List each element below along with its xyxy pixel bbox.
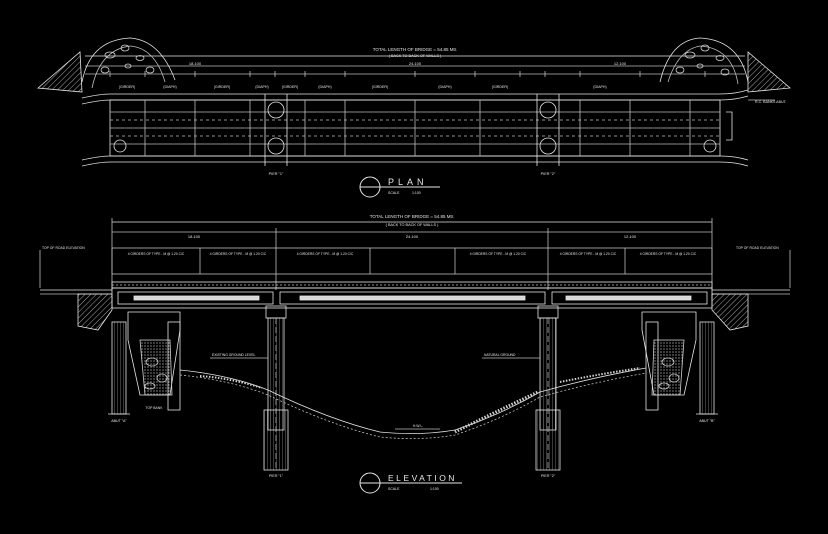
plan-total-length-label: TOTAL LENGTH OF BRIDGE = 54.85 Mtr.: [373, 47, 458, 52]
elev-water-label: H.W.L.: [413, 424, 423, 428]
plan-girder-label: (GIRDER): [282, 85, 298, 89]
plan-pier-label-right: PIER "2": [541, 172, 556, 176]
plan-text: TOTAL LENGTH OF BRIDGE = 54.85 Mtr. ( BA…: [119, 47, 787, 176]
elevation-text: TOTAL LENGTH OF BRIDGE = 54.85 Mtr. ( BA…: [42, 214, 779, 478]
elev-span-dim-2: 24.100: [406, 234, 419, 239]
elev-pier-right: PIER "2": [541, 474, 556, 478]
elev-abut-left: ABUT "A": [111, 419, 127, 423]
elevation-title-block: ELEVATION SCALE 1:100: [359, 472, 462, 494]
plan-view: [37, 37, 791, 167]
elev-panel-note: 4 GIRDERS OF TYPE - M @ 1.20 C/C: [470, 252, 527, 256]
plan-bank-label: R.C. BANKS ABUT.: [755, 100, 787, 104]
plan-girder-label: (GIRDER): [119, 85, 135, 89]
plan-girder-label: (GIRDER): [372, 85, 388, 89]
elev-panel-note: 4 GIRDERS OF TYPE - M @ 1.20 C/C: [297, 252, 354, 256]
plan-girder-label: (DIAPH): [593, 85, 606, 89]
elevation-title: ELEVATION: [388, 473, 457, 483]
elev-pier-left: PIER "1": [269, 474, 284, 478]
plan-title: PLAN: [388, 177, 428, 187]
elevation-view: [39, 218, 791, 471]
plan-span-dim-2: 24.100: [409, 61, 422, 66]
elev-top-bank-label: TOP BANK: [145, 406, 163, 410]
plan-scale-value: 1:100: [412, 191, 421, 195]
elev-panel-note: 4 GIRDERS OF TYPE - M @ 1.20 C/C: [560, 252, 617, 256]
plan-title-block: PLAN SCALE 1:100: [359, 176, 440, 198]
elev-ground-note-left: EXISTING GROUND LEVEL: [212, 353, 255, 357]
elev-right-note: TOP OF ROAD ELEVATION: [736, 246, 779, 250]
elev-abut-right: ABUT "B": [699, 419, 715, 423]
elev-span-dim-1: 18.100: [188, 234, 201, 239]
elevation-scale-value: 1:100: [430, 487, 439, 491]
plan-span-dim-1: 18.100: [189, 61, 202, 66]
elev-total-length-label: TOTAL LENGTH OF BRIDGE = 54.85 Mtr.: [370, 214, 455, 219]
plan-girder-label: (GIRDER): [492, 85, 508, 89]
elev-left-note: TOP OF ROAD ELEVATION: [42, 246, 85, 250]
elev-total-length-sub: ( BACK TO BACK OF WALLS ): [386, 223, 439, 227]
plan-span-dim-3: 12.100: [614, 61, 627, 66]
plan-girder-label: (DIAPH): [318, 85, 331, 89]
plan-total-length-sub: ( BACK TO BACK OF WALLS ): [389, 54, 442, 58]
elev-span-dim-3: 12.100: [624, 234, 637, 239]
plan-girder-label: (DIAPH): [438, 85, 451, 89]
plan-girder-label: (GIRDER): [214, 85, 230, 89]
elev-ground-note-right: NATURAL GROUND: [484, 353, 516, 357]
elev-panel-note: 4 GIRDERS OF TYPE - M @ 1.20 C/C: [640, 252, 697, 256]
elev-panel-note: 4 GIRDERS OF TYPE - M @ 1.20 C/C: [210, 252, 267, 256]
plan-pier-label-left: PIER "1": [269, 172, 284, 176]
plan-girder-label: (DIAPH): [163, 85, 176, 89]
elev-panel-note: 4 GIRDERS OF TYPE - M @ 1.20 C/C: [128, 252, 185, 256]
plan-girder-label: (DIAPH): [255, 85, 268, 89]
elevation-scale: SCALE: [388, 487, 400, 491]
plan-scale: SCALE: [388, 191, 400, 195]
